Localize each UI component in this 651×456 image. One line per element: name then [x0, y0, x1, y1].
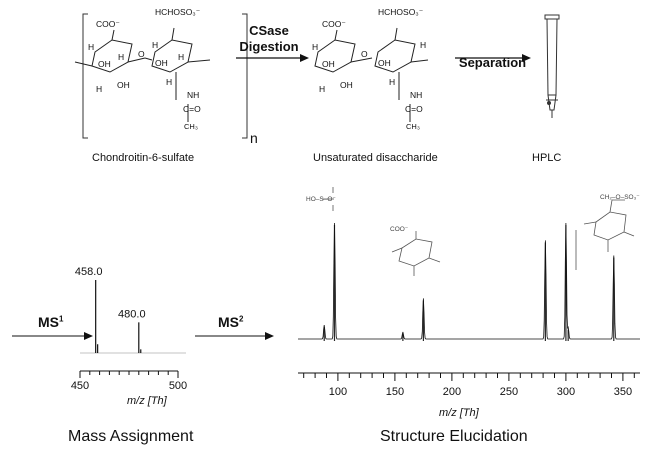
- oxygen-label: O: [138, 49, 145, 59]
- digestion-step-line1: CSase: [249, 23, 289, 38]
- hydroxyl-label: OH: [378, 58, 391, 68]
- sulfomethyl-label: HCHOSO₃⁻: [378, 7, 424, 17]
- amide-nh-label: NH: [187, 90, 200, 100]
- caption-chondroitin: Chondroitin-6-sulfate: [92, 152, 195, 164]
- hydrogen-label: H: [152, 40, 159, 50]
- hydroxyl-label: OH: [98, 59, 111, 69]
- carboxylate-label: COO⁻: [322, 19, 346, 29]
- sulfomethyl-label: HCHOSO₃⁻: [155, 7, 201, 17]
- polymer-bracket-left: [82, 13, 88, 139]
- ms2-tick-label: 300: [557, 386, 575, 398]
- ms1-axis-label: m/z [Th]: [127, 395, 167, 407]
- caption-hplc: HPLC: [532, 152, 562, 164]
- ms2-tick-label: 350: [614, 386, 632, 398]
- digestion-step-label: CSase Digestion: [238, 23, 300, 55]
- inset-galnac-ring: [575, 199, 635, 270]
- ms2-label: MS2: [218, 314, 243, 330]
- separation-step-label: Separation: [458, 55, 527, 70]
- hydroxyl-label: OH: [322, 59, 335, 69]
- inset-uronic-label: COO⁻: [390, 226, 409, 233]
- ms2-tick-label: 150: [386, 386, 404, 398]
- caption-disaccharide: Unsaturated disaccharide: [313, 152, 438, 164]
- hydrogen-label: H: [88, 42, 95, 52]
- hydrogen-label: H: [96, 84, 103, 94]
- structure-middle: [314, 27, 429, 122]
- ms2-tick-label: 100: [329, 386, 347, 398]
- amide-nh-label: NH: [410, 90, 423, 100]
- ms2-tick-label: 200: [443, 386, 461, 398]
- hydrogen-label: H: [166, 77, 173, 87]
- ms1-arrow: [12, 332, 93, 340]
- hplc-column-icon: [544, 14, 560, 118]
- caption-structure-elucidation: Structure Elucidation: [380, 428, 528, 445]
- hydroxyl-label: OH: [155, 58, 168, 68]
- ms2-trace: [298, 222, 640, 340]
- ms2-superscript: 2: [239, 314, 244, 324]
- ms1-tick-label: 500: [169, 380, 187, 392]
- ms2-tick-label: 250: [500, 386, 518, 398]
- polymer-bracket-right: [242, 13, 248, 139]
- methyl-label: CH₃: [406, 122, 420, 131]
- hydrogen-label: H: [118, 52, 125, 62]
- oxygen-label: O: [361, 49, 368, 59]
- ms2-arrow: [195, 332, 274, 340]
- ms2-text: MS: [218, 314, 239, 330]
- hydrogen-label: H: [178, 52, 185, 62]
- methyl-label: CH₃: [184, 122, 198, 131]
- repeat-subscript: n: [250, 130, 258, 146]
- digestion-step-line2: Digestion: [239, 39, 299, 54]
- separation-arrow: [455, 54, 531, 62]
- inset-galnac-label: CH₂–O–SO₃⁻: [600, 194, 640, 201]
- ms1-tick-label: 450: [71, 380, 89, 392]
- digestion-arrow: [236, 54, 309, 62]
- hydroxyl-label: OH: [340, 80, 353, 90]
- inset-sulfate: [322, 187, 334, 211]
- hydrogen-label: H: [319, 84, 326, 94]
- amide-co-label: C=O: [183, 104, 201, 114]
- ms1-text: MS: [38, 314, 59, 330]
- hydrogen-label: H: [312, 42, 319, 52]
- ms2-axis-label: m/z [Th]: [439, 407, 479, 419]
- caption-mass-assignment: Mass Assignment: [68, 428, 194, 445]
- ms1-superscript: 1: [59, 314, 64, 324]
- carboxylate-label: COO⁻: [96, 19, 120, 29]
- ms1-label: MS1: [38, 314, 63, 330]
- hydrogen-label: H: [389, 77, 396, 87]
- amide-co-label: C=O: [405, 104, 423, 114]
- ms1-peak-label: 458.0: [75, 266, 103, 278]
- inset-sulfate-label: HO–S–O⁻: [306, 196, 336, 203]
- inset-uronic-ring: [391, 231, 441, 276]
- hydrogen-label: H: [420, 40, 427, 50]
- structure-left: [74, 27, 211, 122]
- hydroxyl-label: OH: [117, 80, 130, 90]
- ms1-peak-label: 480.0: [118, 308, 146, 320]
